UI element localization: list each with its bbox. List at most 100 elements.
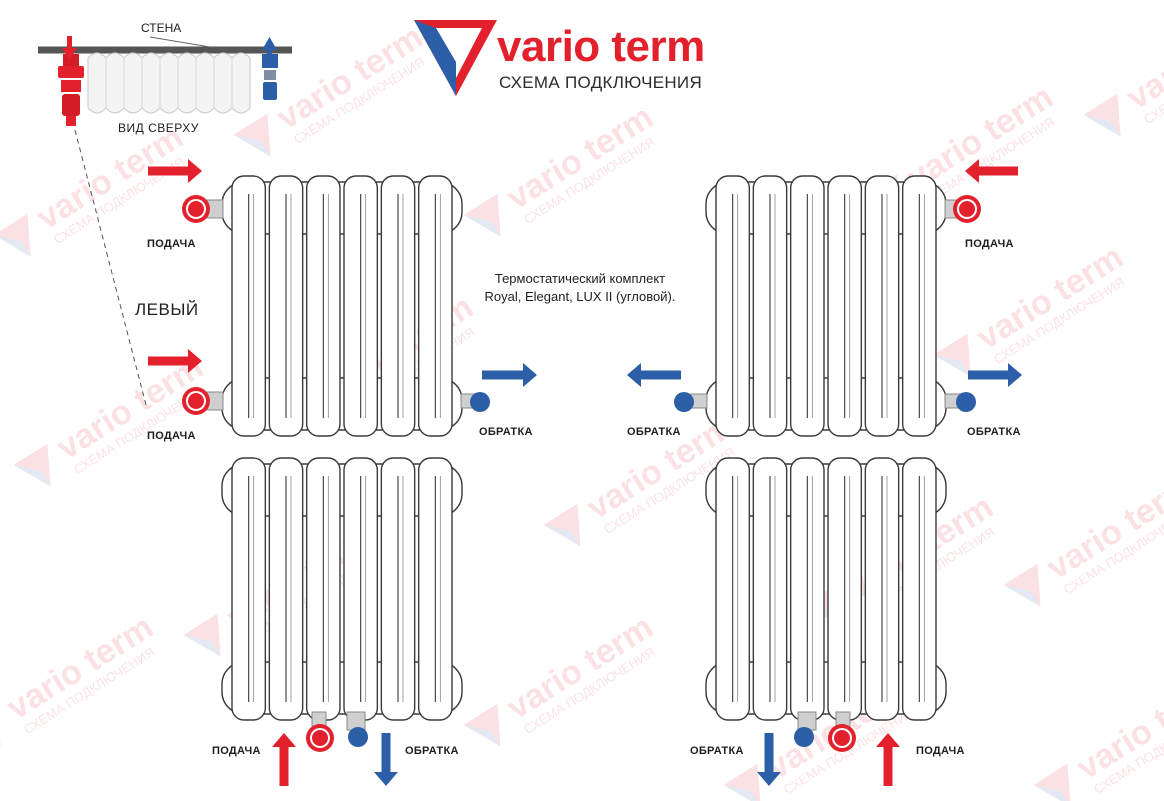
supply-valve-core	[834, 730, 850, 746]
return-valve-mid-left	[470, 392, 490, 412]
radiator-left-bottom-connection	[221, 457, 463, 721]
logo-brand-text: vario term	[497, 22, 705, 71]
watermark-mark-icon	[1033, 784, 1071, 801]
radiator-right-bottom-connection	[705, 457, 947, 721]
return-valve-bottom-right	[794, 727, 814, 747]
watermark-mark-icon	[723, 763, 761, 801]
return-arrow-mid-left-icon	[482, 363, 537, 387]
supply-label-bottom-left: ПОДАЧА	[212, 745, 261, 757]
logo-mark-icon	[414, 20, 497, 96]
arrow-head	[627, 363, 641, 387]
stub	[797, 711, 817, 731]
thermostatic-kit-note: Термостатический комплект Royal, Elegant…	[452, 270, 708, 306]
watermark-mark-icon	[1033, 763, 1071, 801]
return-arrow-mid-right-icon	[968, 363, 1022, 387]
watermark-mark-icon	[13, 464, 51, 487]
return-label-mid-right-left: ОБРАТКА	[627, 426, 681, 438]
supply-valve-core	[188, 393, 204, 409]
watermark-mark-icon	[543, 524, 581, 547]
arrow-head	[876, 733, 900, 747]
arrow-head	[272, 733, 296, 747]
supply-label-mid-left: ПОДАЧА	[147, 430, 196, 442]
watermark-mark-icon	[463, 724, 501, 747]
supply-valve-core	[188, 201, 204, 217]
supply-arrow-top-left-icon	[148, 159, 202, 183]
watermark-mark-icon	[0, 213, 31, 257]
watermark-mark-icon	[933, 354, 971, 377]
supply-valve-mid-left	[182, 387, 210, 415]
radiator-right-side-connection	[705, 175, 947, 437]
arrow-head	[188, 349, 202, 373]
supply-valve-top-right	[953, 195, 981, 223]
watermark-mark-icon	[0, 724, 1, 747]
stub	[311, 711, 327, 727]
dashed-guide-line	[74, 129, 147, 406]
watermark-mark-icon	[543, 503, 581, 547]
watermark-mark-icon	[1003, 563, 1041, 607]
top-view-radiator-body	[87, 52, 251, 114]
return-valve-mid-right	[956, 392, 976, 412]
watermark-brand: vario term	[1120, 0, 1164, 117]
watermark-mark-icon	[1003, 584, 1041, 607]
arrow-head	[965, 159, 979, 183]
return-arrow-mid-right-left-icon	[627, 363, 681, 387]
watermark-mark-icon	[463, 193, 501, 237]
watermark-mark-icon	[233, 113, 271, 157]
supply-arrow-top-right-icon	[965, 159, 1018, 183]
return-valve-bottom-left	[348, 727, 368, 747]
arrow-head	[757, 772, 781, 786]
supply-label-top-right: ПОДАЧА	[965, 238, 1014, 250]
arrow-head	[523, 363, 537, 387]
watermark-mark-icon	[183, 634, 221, 657]
supply-label-top-left: ПОДАЧА	[147, 238, 196, 250]
supply-arrow-bottom-right-icon	[876, 733, 900, 786]
return-label-mid-right: ОБРАТКА	[967, 426, 1021, 438]
radiators-layer	[221, 175, 947, 721]
supply-valve-top-left	[182, 195, 210, 223]
top-view-down-arrow-icon	[62, 36, 77, 60]
return-arrow-bottom-right-icon	[757, 733, 781, 786]
arrow-head	[1008, 363, 1022, 387]
arrow-head	[188, 159, 202, 183]
top-view-illustration	[38, 36, 292, 406]
arrows-layer	[148, 159, 1022, 786]
radiator-left-side-connection	[221, 175, 463, 437]
side-label: ЛЕВЫЙ	[135, 300, 199, 319]
return-valve-mid-right-left	[674, 392, 694, 412]
watermark-mark-icon	[723, 784, 761, 801]
logo-subtitle: СХЕМА ПОДКЛЮЧЕНИЯ	[499, 73, 703, 92]
supply-valve-core	[312, 730, 328, 746]
top-view-up-arrow-icon	[262, 37, 277, 62]
supply-arrow-mid-left-icon	[148, 349, 202, 373]
wall-pointer	[149, 36, 211, 48]
top-view-supply-valve	[58, 54, 84, 126]
watermark-mark-icon	[13, 443, 51, 487]
supply-valve-bottom-right	[828, 724, 856, 752]
fittings-layer	[182, 195, 981, 752]
supply-valve-core	[959, 201, 975, 217]
watermark-mark-icon	[1083, 93, 1121, 137]
supply-label-bottom-right: ПОДАЧА	[916, 745, 965, 757]
arrow-head	[374, 772, 398, 786]
watermark-mark-icon	[183, 613, 221, 657]
top-view-radiator	[87, 52, 251, 114]
return-arrow-bottom-left-icon	[374, 733, 398, 786]
wall-label: СТЕНА	[141, 21, 182, 35]
top-view-label: ВИД СВЕРХУ	[118, 121, 199, 135]
stub	[835, 711, 851, 727]
supply-valve-bottom-left	[306, 724, 334, 752]
watermark-mark-icon	[933, 333, 971, 377]
supply-arrow-bottom-left-icon	[272, 733, 296, 786]
return-label-mid-left: ОБРАТКА	[479, 426, 533, 438]
return-label-bottom-right: ОБРАТКА	[690, 745, 744, 757]
